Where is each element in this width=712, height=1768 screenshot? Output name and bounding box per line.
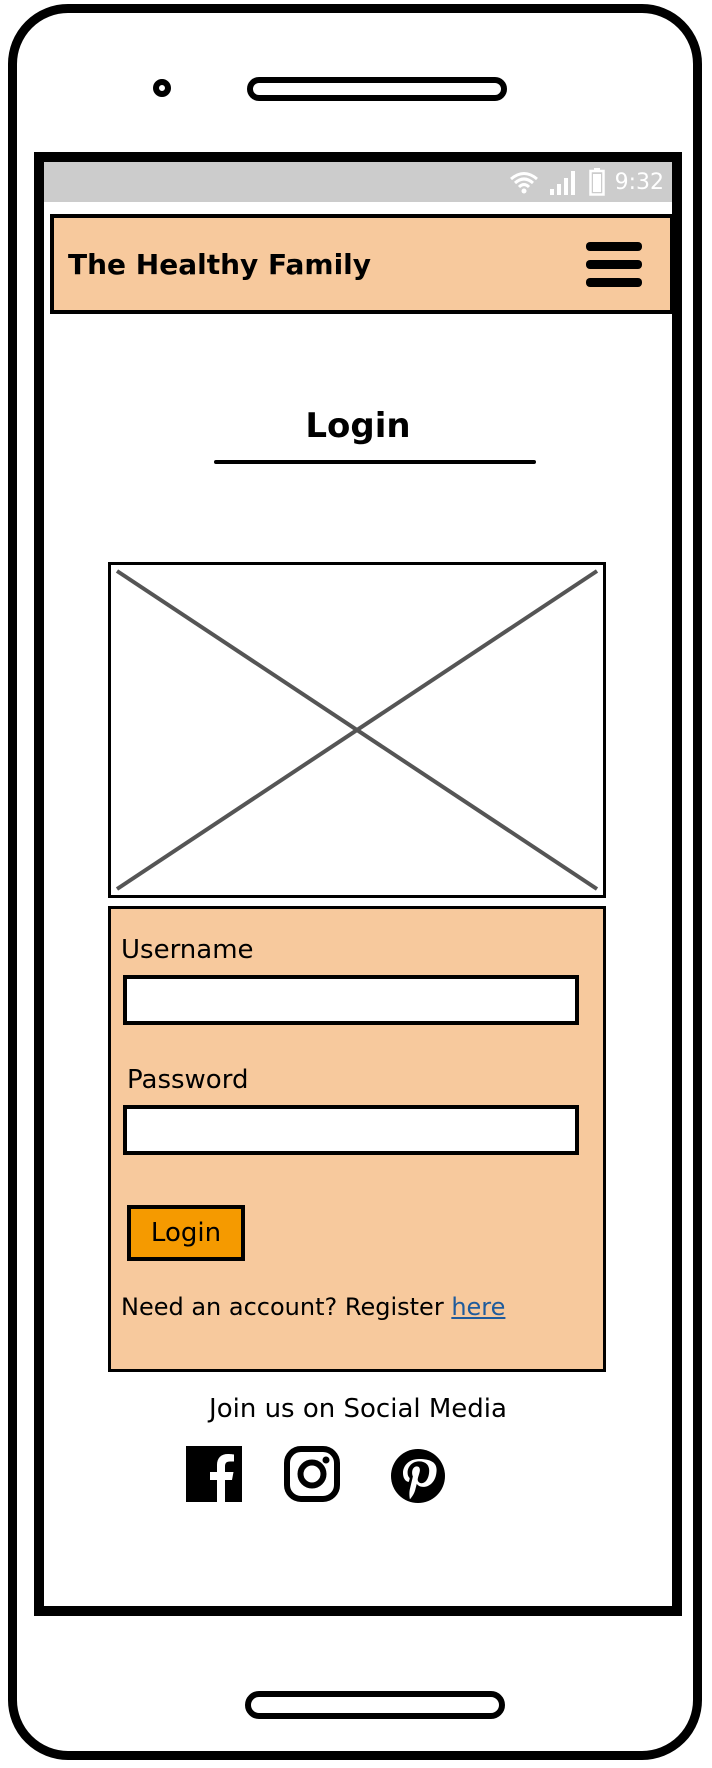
speaker-grille [247,77,507,101]
instagram-icon[interactable] [284,1446,340,1502]
status-bar: 9:32 [44,162,672,202]
signal-icon [549,171,575,195]
page-title: Login [305,406,411,446]
camera-icon [153,79,171,97]
login-button[interactable]: Login [127,1205,245,1261]
home-button[interactable] [245,1691,505,1719]
password-input[interactable] [123,1105,579,1155]
register-prompt: Need an account? Register here [121,1293,505,1321]
username-input[interactable] [123,975,579,1025]
login-form: Username Password Login Need an account?… [108,906,606,1372]
image-placeholder-icon [115,569,599,891]
hamburger-menu-icon[interactable] [586,242,642,288]
status-time: 9:32 [614,169,664,195]
register-text: Need an account? Register [121,1293,444,1321]
title-underline [214,460,536,464]
phone-screen: 9:32 The Healthy Family Login Username P… [34,152,682,1616]
menu-line [586,278,642,287]
register-link[interactable]: here [451,1293,506,1321]
pinterest-icon[interactable] [390,1448,446,1504]
app-header: The Healthy Family [50,214,672,314]
image-placeholder [108,562,606,898]
battery-icon [588,168,605,196]
password-label: Password [127,1065,249,1095]
social-heading: Join us on Social Media [209,1394,507,1424]
wifi-icon [509,172,538,194]
menu-line [586,242,642,251]
menu-line [586,260,642,269]
username-label: Username [121,935,254,965]
social-icons [44,1446,672,1510]
app-title[interactable]: The Healthy Family [68,248,372,281]
status-icons: 9:32 [509,168,664,196]
facebook-icon[interactable] [186,1446,242,1502]
